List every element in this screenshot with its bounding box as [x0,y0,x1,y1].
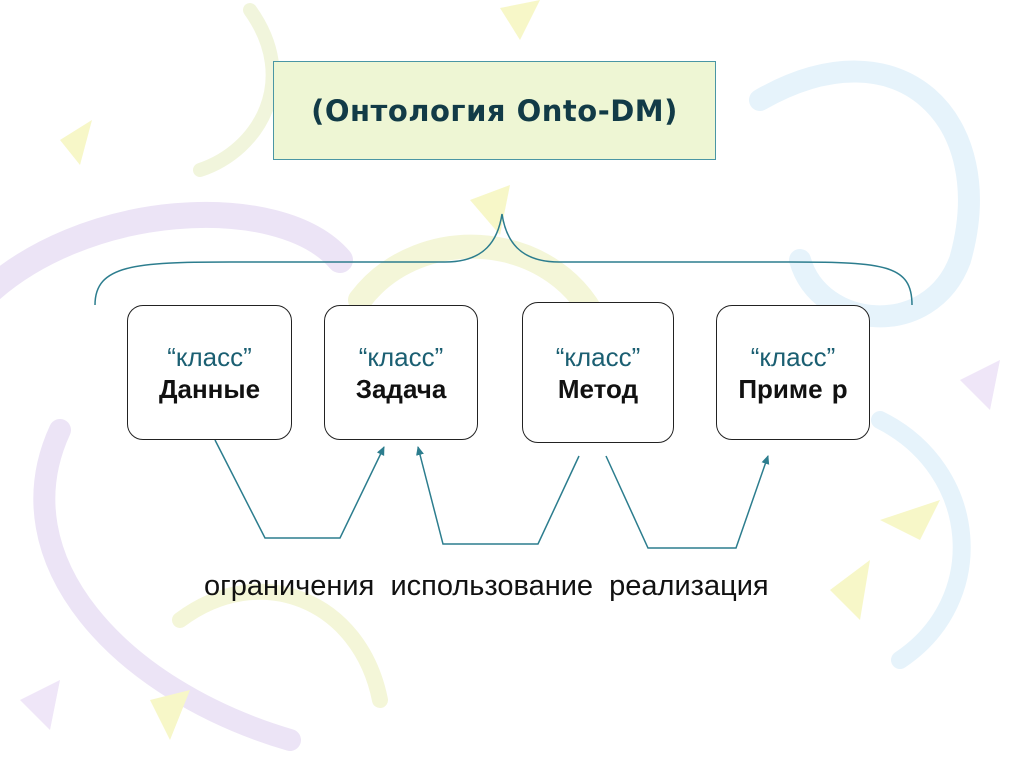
title-box: (Онтология Onto-DM) [273,61,716,160]
class-name-data: Данные [158,373,261,404]
relation-label-constraints: ограничения [204,570,375,602]
class-keyword: “класс” [358,341,444,372]
class-keyword: “класс” [750,341,836,372]
class-name-example: Приме р [738,373,848,404]
class-name-method: Метод [557,373,639,404]
class-box-method: “класс” Метод [522,302,674,443]
class-keyword: “класс” [555,341,641,372]
relation-labels: ограничения использование реализация [204,570,769,603]
class-box-task: “класс” Задача [324,305,478,440]
diagram-title: (Онтология Onto-DM) [311,93,678,128]
class-keyword: “класс” [167,341,252,372]
relation-label-usage: использование [390,570,594,602]
class-box-example: “класс” Приме р [716,305,870,440]
relation-label-implementation: реализация [609,570,769,602]
class-name-task: Задача [355,373,447,404]
class-box-data: “класс” Данные [127,305,292,440]
